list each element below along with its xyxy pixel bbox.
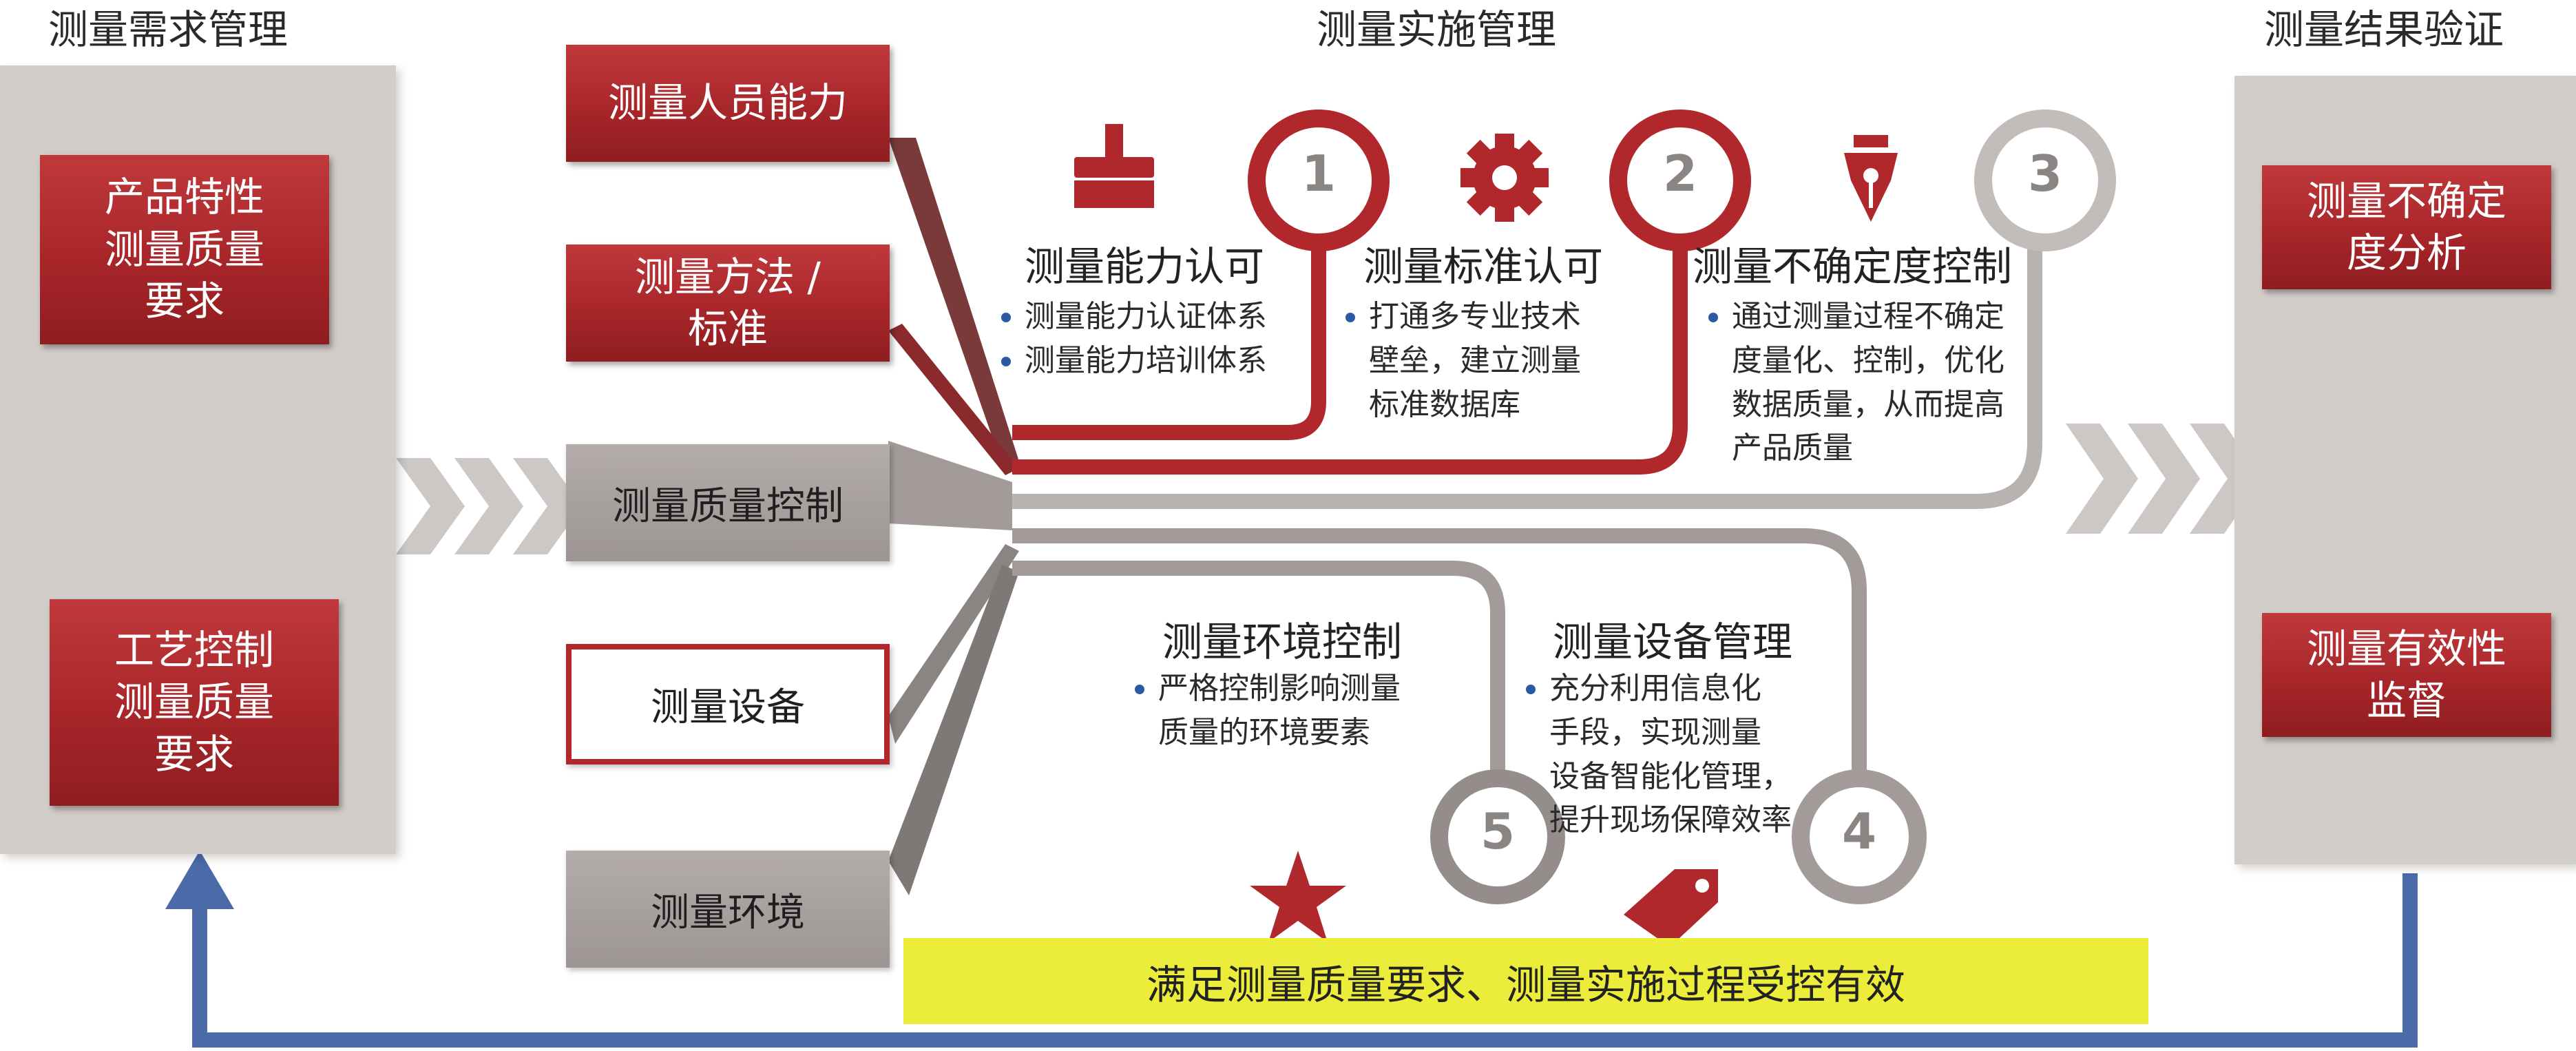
pipe-1 — [1012, 207, 1326, 440]
connector-environment — [888, 565, 1019, 895]
step-circle-5 — [1430, 769, 1565, 904]
pipe-2 — [1012, 210, 1688, 475]
step-circle-2 — [1609, 110, 1751, 251]
goal-banner: 满足测量质量要求、测量实施过程受控有效 — [903, 938, 2148, 1024]
step-number-1: 1 — [1301, 145, 1337, 202]
process-quality-requirement: 工艺控制 测量质量 要求 — [50, 599, 339, 806]
product-quality-requirement: 产品特性 测量质量 要求 — [40, 155, 329, 344]
step-number-4: 4 — [1841, 802, 1877, 860]
tag-icon — [1624, 869, 1718, 947]
pipe-4 — [1012, 528, 1867, 813]
step-1-title: 测量能力认可 — [1025, 243, 1265, 290]
effectiveness-supervision: 测量有效性 监督 — [2262, 613, 2551, 737]
step-4-title: 测量设备管理 — [1553, 618, 1793, 665]
header-verification: 测量结果验证 — [2264, 6, 2504, 53]
gear-icon — [1460, 134, 1549, 222]
chevrons-left — [396, 458, 582, 554]
step-circle-1 — [1248, 110, 1390, 251]
step-3-bullet: 通过测量过程不确定 度量化、控制，优化 数据质量，从而提高 产品质量 — [1704, 295, 2004, 470]
input-quality-control: 测量质量控制 — [566, 444, 890, 561]
star-icon — [1250, 851, 1346, 942]
uncertainty-analysis: 测量不确定 度分析 — [2262, 165, 2551, 289]
step-number-2: 2 — [1662, 145, 1698, 202]
header-demand: 测量需求管理 — [48, 6, 289, 53]
chevrons-right — [2066, 424, 2262, 534]
input-method: 测量方法 / 标准 — [566, 244, 890, 362]
step-5-title: 测量环境控制 — [1162, 618, 1403, 665]
paintbrush-icon — [1074, 124, 1154, 222]
step-2-bullet: 打通多专业技术 壁垒，建立测量 标准数据库 — [1341, 295, 1581, 426]
header-implementation: 测量实施管理 — [1317, 6, 1557, 53]
step-1-bullet: 测量能力认证体系 — [997, 295, 1267, 339]
step-number-5: 5 — [1480, 802, 1516, 860]
step-2-title: 测量标准认可 — [1363, 243, 1604, 290]
connector-quality — [888, 441, 1012, 530]
connector-personnel — [888, 138, 1019, 465]
pipe-3 — [1012, 214, 2042, 509]
input-equipment: 测量设备 — [566, 644, 890, 764]
step-3-bullets: 通过测量过程不确定 度量化、控制，优化 数据质量，从而提高 产品质量 — [1704, 295, 2004, 470]
step-1-bullets: 测量能力认证体系 测量能力培训体系 — [997, 295, 1267, 383]
pen-nib-icon — [1844, 135, 1898, 222]
feedback-arrow — [192, 873, 2418, 1048]
step-circle-3 — [1974, 110, 2116, 251]
input-personnel: 测量人员能力 — [566, 45, 890, 162]
step-2-bullets: 打通多专业技术 壁垒，建立测量 标准数据库 — [1341, 295, 1581, 426]
step-5-bullet: 严格控制影响测量 质量的环境要素 — [1131, 667, 1401, 755]
step-1-bullet: 测量能力培训体系 — [997, 339, 1267, 383]
step-3-title: 测量不确定度控制 — [1693, 243, 2013, 290]
connector-method — [888, 324, 1019, 475]
step-4-bullet: 充分利用信息化 手段，实现测量 设备智能化管理， 提升现场保障效率 — [1522, 667, 1792, 842]
input-environment: 测量环境 — [566, 851, 890, 968]
connector-equipment — [888, 544, 1019, 744]
pipe-5 — [1012, 561, 1505, 813]
step-5-bullets: 严格控制影响测量 质量的环境要素 — [1131, 667, 1401, 755]
step-number-3: 3 — [2027, 145, 2063, 202]
step-circle-4 — [1792, 769, 1927, 904]
step-4-bullets: 充分利用信息化 手段，实现测量 设备智能化管理， 提升现场保障效率 — [1522, 667, 1792, 842]
feedback-arrowhead — [165, 851, 234, 909]
